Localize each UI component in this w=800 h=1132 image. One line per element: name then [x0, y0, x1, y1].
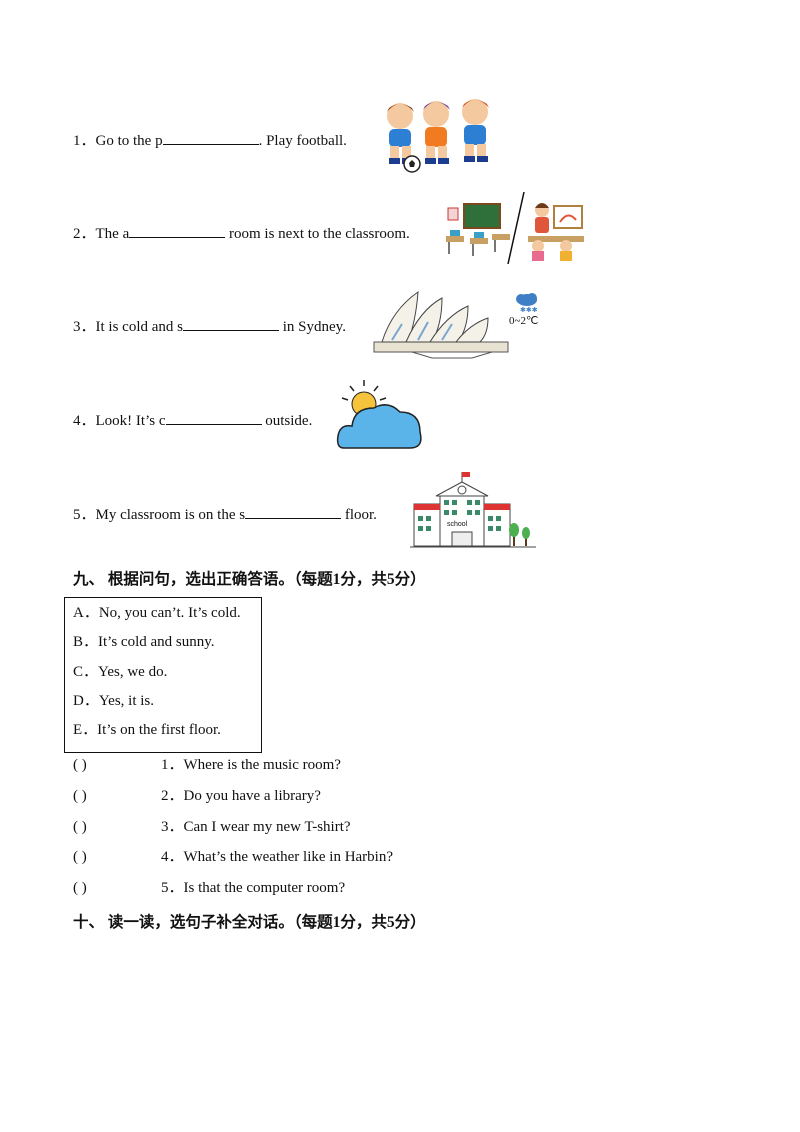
question-text-after: floor.	[341, 507, 377, 523]
sun-behind-cloud-picture	[334, 378, 426, 454]
section-9-title: 九、 根据问句，选出正确答语。（每题1分，共5分）	[73, 571, 426, 588]
question-text-after: . Play football.	[258, 133, 347, 149]
answer-paren-slot[interactable]: ( )	[73, 757, 87, 773]
fill-question-3: 3．It is cold and s in Sydney.	[73, 316, 346, 337]
question-number: 3．	[73, 319, 96, 335]
question-text-before: Look! It’s c	[95, 413, 166, 429]
match-question-text: 4．What’s the weather like in Harbin?	[161, 849, 394, 865]
school-sign-label: school	[447, 521, 468, 528]
fill-question-5: 5．My classroom is on the s floor.	[73, 504, 377, 525]
question-text-after: outside.	[261, 413, 313, 429]
match-question-2: ( ) 2．Do you have a library?	[73, 786, 321, 806]
question-number: 2．	[73, 226, 96, 242]
school-building-picture	[410, 470, 538, 550]
match-question-text: 1．Where is the music room?	[161, 757, 341, 773]
section-10-title: 十、 读一读，选句子补全对话。（每题1分，共5分）	[73, 914, 426, 931]
match-question-3: ( ) 3．Can I wear my new T-shirt?	[73, 817, 351, 837]
question-text-before: My classroom is on the s	[95, 507, 246, 523]
question-text-before: Go to the p	[95, 133, 163, 149]
match-question-5: ( ) 5．Is that the computer room?	[73, 878, 345, 898]
question-number: 5．	[73, 507, 96, 523]
answer-option-b: B．It’s cold and sunny.	[73, 634, 215, 650]
snow-cloud-icon: ✱✱✱	[512, 292, 542, 314]
answer-blank[interactable]	[162, 130, 259, 145]
answer-option-e: E．It’s on the first floor.	[73, 722, 221, 738]
fill-question-2: 2．The a room is next to the classroom.	[73, 223, 410, 244]
match-question-text: 2．Do you have a library?	[161, 788, 321, 804]
fill-question-4: 4．Look! It’s c outside.	[73, 410, 312, 431]
answer-blank[interactable]	[129, 223, 226, 238]
answer-paren-slot[interactable]: ( )	[73, 788, 87, 804]
weather-temperature-label: 0~2℃	[509, 315, 539, 327]
match-question-4: ( ) 4．What’s the weather like in Harbin?	[73, 847, 393, 867]
answer-blank[interactable]	[165, 410, 262, 425]
match-question-1: ( ) 1．Where is the music room?	[73, 755, 341, 775]
question-number: 4．	[73, 413, 96, 429]
answer-option-a: A．No, you can’t. It’s cold.	[73, 605, 241, 621]
question-text-after: in Sydney.	[279, 319, 346, 335]
classroom-and-art-room-picture	[442, 190, 592, 266]
match-question-text: 5．Is that the computer room?	[161, 880, 346, 896]
question-number: 1．	[73, 133, 96, 149]
fill-question-1: 1．Go to the p . Play football.	[73, 130, 347, 151]
sydney-opera-house-picture	[372, 284, 512, 360]
kids-playing-football-picture	[378, 98, 504, 174]
answer-blank[interactable]	[245, 504, 342, 519]
answer-option-c: C．Yes, we do.	[73, 664, 168, 680]
match-question-text: 3．Can I wear my new T-shirt?	[161, 819, 351, 835]
answer-options-box	[64, 597, 262, 753]
question-text-before: It is cold and s	[95, 319, 184, 335]
svg-text:✱✱✱: ✱✱✱	[520, 306, 538, 314]
answer-paren-slot[interactable]: ( )	[73, 819, 87, 835]
answer-paren-slot[interactable]: ( )	[73, 880, 87, 896]
question-text-before: The a	[95, 226, 130, 242]
question-text-after: room is next to the classroom.	[225, 226, 410, 242]
answer-paren-slot[interactable]: ( )	[73, 849, 87, 865]
answer-blank[interactable]	[183, 316, 280, 331]
answer-option-d: D．Yes, it is.	[73, 693, 154, 709]
